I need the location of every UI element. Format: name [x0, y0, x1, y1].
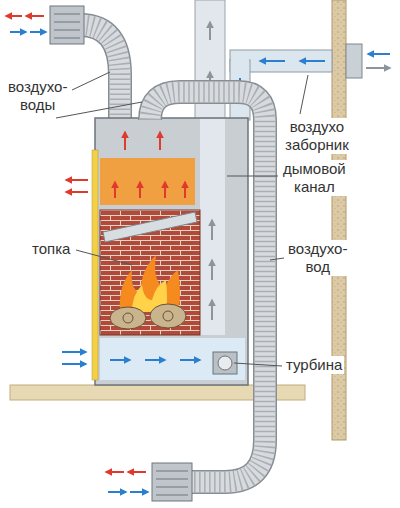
cold-air-arrow — [10, 31, 26, 33]
cold-air-arrow — [260, 60, 285, 62]
cold-air-arrow — [300, 60, 325, 62]
smoke-arrow — [209, 22, 211, 40]
vent-grille — [152, 463, 192, 501]
grille-bar — [54, 22, 80, 23]
cold-air-arrow — [30, 31, 46, 33]
duct-ribs — [80, 25, 120, 120]
leader-lines — [56, 72, 308, 366]
log — [150, 304, 186, 328]
callout-label: воздухо- воды — [6, 78, 69, 114]
fireplace — [62, 118, 248, 385]
warm-air-arrow — [164, 182, 166, 198]
leader-line — [300, 75, 308, 114]
turbine-housing — [213, 352, 237, 374]
warm-air-arrow — [159, 132, 161, 150]
warm-air-arrow — [6, 15, 22, 17]
cold-air-arrow — [62, 351, 86, 353]
smoke-arrow — [211, 300, 213, 320]
duct-outline — [80, 25, 120, 120]
turbine-wheel — [218, 356, 232, 370]
duct-body — [150, 92, 265, 482]
warm-air-arrow — [66, 191, 88, 193]
callout-label: дымовой канал — [281, 160, 348, 196]
leader-line — [72, 72, 110, 90]
leader-line — [227, 176, 278, 177]
fireplace-casing — [95, 118, 248, 385]
upper-duct — [6, 6, 120, 120]
glass-door — [92, 150, 98, 380]
firebox-bricks — [100, 210, 200, 335]
log-ring — [123, 313, 133, 323]
warm-air-arrow — [114, 182, 116, 198]
grille-bar — [156, 471, 188, 472]
main-duct — [106, 92, 265, 501]
intake-cap — [346, 44, 362, 78]
smoke-arrow — [211, 220, 213, 240]
smoke-arrow — [366, 67, 390, 69]
flue-channel — [200, 119, 225, 335]
leader-line — [270, 258, 284, 260]
cold-air-arrow — [62, 363, 86, 365]
warm-air-arrow — [106, 471, 124, 473]
warm-air-arrow — [128, 471, 146, 473]
warm-air-arrow — [26, 15, 44, 17]
duct-body — [80, 25, 120, 120]
grille-bar — [156, 487, 188, 488]
duct-outline — [150, 92, 265, 482]
warm-air-arrow — [124, 132, 126, 150]
grille-bar — [54, 30, 80, 31]
wall — [332, 0, 346, 440]
vent-grille — [50, 6, 84, 44]
callout-label: воздухо- вод — [286, 240, 349, 276]
log-ring — [163, 311, 173, 321]
grille-bar — [54, 38, 80, 39]
callout-label: топка — [30, 240, 72, 258]
grille-bar — [54, 14, 80, 15]
callout-label: воздухо заборник — [283, 118, 351, 154]
leader-line — [76, 250, 132, 265]
smoke-arrow — [211, 260, 213, 280]
leader-line — [234, 363, 282, 366]
heat-chamber — [100, 158, 195, 205]
warm-air-arrow — [66, 179, 88, 181]
fire — [110, 255, 186, 329]
flame — [120, 255, 180, 312]
wall-section — [332, 0, 346, 440]
cold-air-arrow — [108, 491, 126, 493]
cold-air-arrow — [110, 359, 130, 361]
grille-bar — [156, 495, 188, 496]
warm-air-arrow — [184, 182, 186, 198]
intake-elbow — [231, 51, 249, 71]
cold-air-arrow — [180, 359, 200, 361]
log — [110, 307, 146, 329]
cold-air-arrow — [130, 491, 148, 493]
cold-air-chamber — [100, 338, 245, 380]
grille-bar — [156, 479, 188, 480]
cold-air-arrow — [368, 53, 390, 55]
cold-air-arrow — [145, 359, 165, 361]
smoke-baffle — [103, 212, 197, 242]
duct-ribs — [150, 92, 265, 482]
warm-air-arrow — [139, 182, 141, 198]
intake-pipe — [230, 50, 332, 72]
callout-label: турбина — [284, 356, 344, 374]
